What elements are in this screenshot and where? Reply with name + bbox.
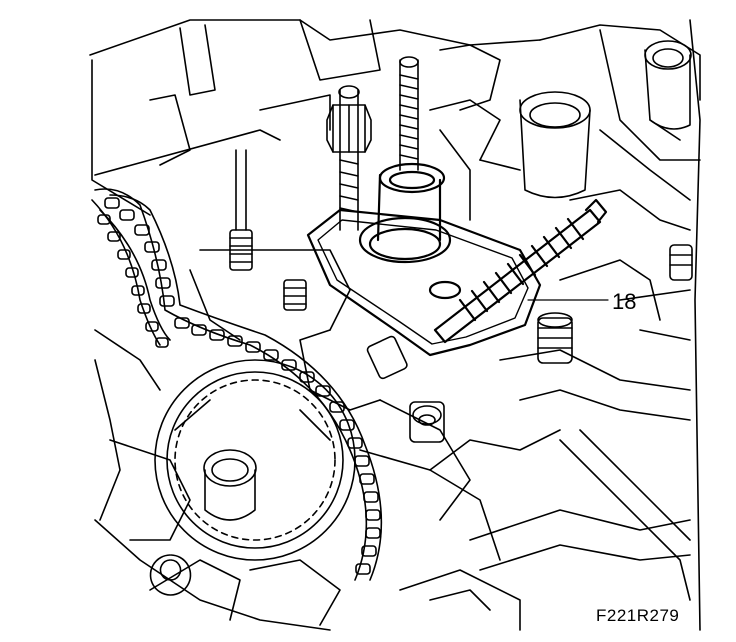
camshaft-sprocket xyxy=(154,359,356,561)
callout-18-label: 18 xyxy=(612,289,637,314)
valve-springs xyxy=(229,149,693,443)
cam-bearing-tubes xyxy=(519,40,692,199)
timing-chain xyxy=(91,188,383,581)
tool-bolts xyxy=(326,56,419,231)
locking-tool xyxy=(306,162,608,357)
engine-block-outline xyxy=(89,19,701,631)
figure-id: F221R279 xyxy=(596,606,680,625)
chain-links xyxy=(97,197,381,575)
